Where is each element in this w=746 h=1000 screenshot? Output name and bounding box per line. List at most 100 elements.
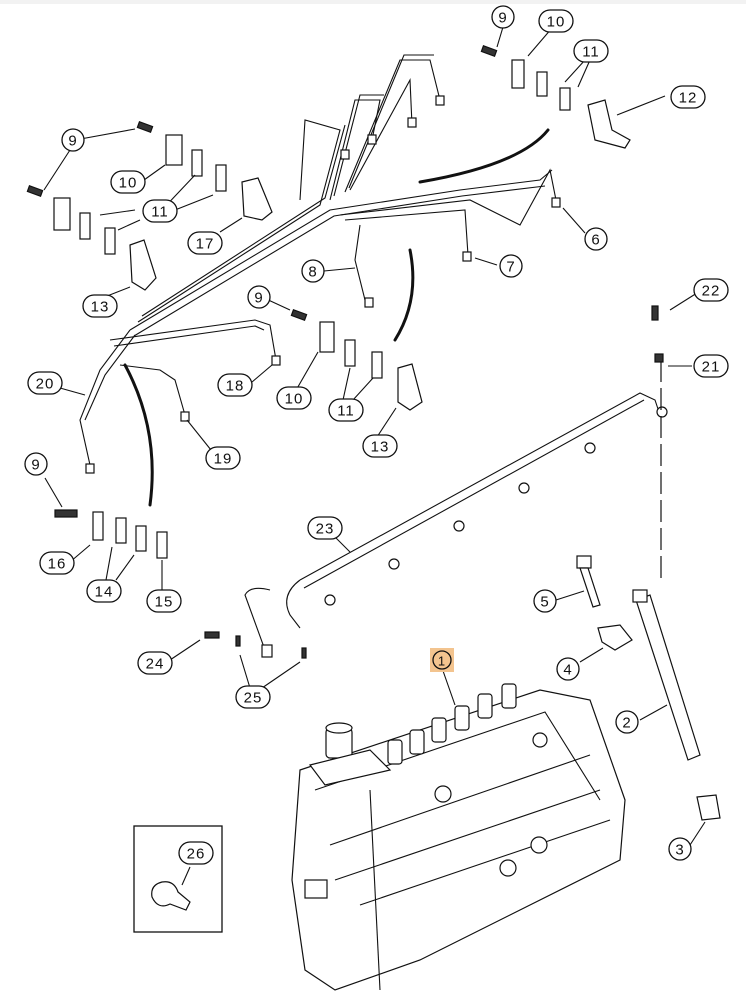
banjo-bolt-icon xyxy=(651,305,659,321)
callouts: 1234567899991010101111111213131415161718… xyxy=(24,5,729,865)
callout-label: 13 xyxy=(371,439,390,456)
callout-6[interactable]: 6 xyxy=(584,227,608,251)
callout-label: 2 xyxy=(622,715,631,732)
callout-9[interactable]: 9 xyxy=(247,285,271,309)
callout-label: 13 xyxy=(91,299,110,316)
callout-label: 11 xyxy=(582,44,600,61)
callout-label: 11 xyxy=(337,403,355,420)
callout-label: 10 xyxy=(119,175,138,192)
callout-26[interactable]: 26 xyxy=(178,841,214,865)
callout-14[interactable]: 14 xyxy=(86,579,122,603)
inset-box xyxy=(133,825,223,933)
callout-18[interactable]: 18 xyxy=(217,373,253,397)
clamp-hardware xyxy=(26,45,631,559)
indicator-arc xyxy=(393,248,415,342)
callout-label: 3 xyxy=(675,842,684,859)
callout-label: 21 xyxy=(702,359,721,376)
callout-10[interactable]: 10 xyxy=(276,386,312,410)
callout-bubble xyxy=(142,199,178,223)
callout-2[interactable]: 2 xyxy=(615,710,639,734)
callout-22[interactable]: 22 xyxy=(693,278,729,302)
p-clip-icon xyxy=(151,881,191,911)
callout-23[interactable]: 23 xyxy=(307,516,343,540)
clamp-plate-icon xyxy=(511,59,525,89)
callout-17[interactable]: 17 xyxy=(187,231,223,255)
callout-25[interactable]: 25 xyxy=(235,685,271,709)
washer-icon xyxy=(301,647,307,659)
callout-bubble xyxy=(217,373,253,397)
callout-bubble xyxy=(61,128,85,152)
callout-24[interactable]: 24 xyxy=(137,651,173,675)
callout-10[interactable]: 10 xyxy=(110,170,146,194)
injector-clamp-icon xyxy=(597,624,633,651)
bolt-icon xyxy=(480,45,498,57)
clamp-bolt-icon xyxy=(576,555,592,569)
callout-label: 9 xyxy=(68,133,77,150)
callout-label: 10 xyxy=(547,14,566,31)
callout-label: 10 xyxy=(285,391,304,408)
callout-label: 26 xyxy=(187,846,206,863)
indicator-arc xyxy=(418,128,550,184)
line-nuts xyxy=(85,95,561,474)
callout-15[interactable]: 15 xyxy=(146,589,182,613)
callout-bubble xyxy=(235,685,271,709)
callout-8[interactable]: 8 xyxy=(301,259,325,283)
callout-bubble xyxy=(362,434,398,458)
callout-11[interactable]: 11 xyxy=(142,199,178,223)
callout-label: 20 xyxy=(36,376,55,393)
callout-bubble xyxy=(538,9,574,33)
callout-16[interactable]: 16 xyxy=(39,551,75,575)
callout-label: 14 xyxy=(95,584,114,601)
callout-bubble xyxy=(24,452,48,476)
delivery-valves xyxy=(387,683,517,765)
callout-4[interactable]: 4 xyxy=(556,657,580,681)
callout-label: 16 xyxy=(48,556,67,573)
callout-3[interactable]: 3 xyxy=(668,837,692,861)
callout-1[interactable]: 1 xyxy=(430,648,454,672)
callout-13[interactable]: 13 xyxy=(82,294,118,318)
banjo-bolt-icon xyxy=(204,631,220,639)
callout-label: 1 xyxy=(438,654,446,669)
callout-9[interactable]: 9 xyxy=(24,452,48,476)
injection-line-bundle xyxy=(79,54,557,466)
top-bar xyxy=(0,0,746,4)
callout-label: 23 xyxy=(316,521,335,538)
callout-bubble xyxy=(301,259,325,283)
callout-5[interactable]: 5 xyxy=(533,589,557,613)
callout-19[interactable]: 19 xyxy=(205,446,241,470)
callout-label: 9 xyxy=(498,10,507,27)
fitting-icon xyxy=(654,353,664,363)
callout-bubble xyxy=(178,841,214,865)
callout-bubble xyxy=(693,278,729,302)
callout-bubble xyxy=(86,579,122,603)
callout-bubble xyxy=(328,398,364,422)
callout-label: 15 xyxy=(155,594,174,611)
callout-label: 8 xyxy=(308,264,317,281)
callout-bubble xyxy=(247,285,271,309)
callout-label: 4 xyxy=(563,662,572,679)
callout-20[interactable]: 20 xyxy=(27,371,63,395)
callout-7[interactable]: 7 xyxy=(499,254,523,278)
callout-bubble xyxy=(146,589,182,613)
clamp-insert-icon xyxy=(536,71,548,97)
callout-bubble xyxy=(573,39,609,63)
indicator-arc xyxy=(123,363,154,507)
callout-bubble xyxy=(110,170,146,194)
callout-label: 12 xyxy=(679,90,698,107)
callout-9[interactable]: 9 xyxy=(61,128,85,152)
callout-bubble xyxy=(491,5,515,29)
callout-bubble xyxy=(27,371,63,395)
callout-label: 11 xyxy=(151,204,169,221)
callout-21[interactable]: 21 xyxy=(693,354,729,378)
callout-label: 19 xyxy=(214,451,233,468)
callout-9[interactable]: 9 xyxy=(491,5,515,29)
callout-10[interactable]: 10 xyxy=(538,9,574,33)
callout-bubble xyxy=(82,294,118,318)
callout-12[interactable]: 12 xyxy=(670,85,706,109)
callout-13[interactable]: 13 xyxy=(362,434,398,458)
fuel-return-line xyxy=(244,392,668,658)
callout-11[interactable]: 11 xyxy=(328,398,364,422)
callout-bubble xyxy=(693,354,729,378)
callout-11[interactable]: 11 xyxy=(573,39,609,63)
